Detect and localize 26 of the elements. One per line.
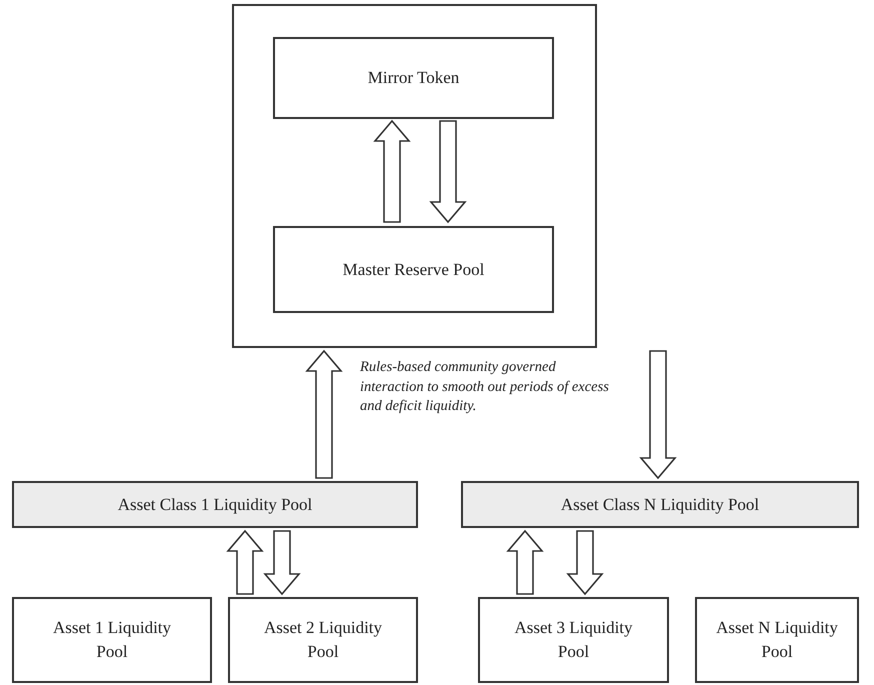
box-label: Asset 2 Liquidity Pool — [262, 617, 384, 663]
box-label: Mirror Token — [366, 67, 460, 90]
box-label: Asset N Liquidity Pool — [715, 617, 839, 663]
block-arrow — [506, 530, 544, 595]
box-label: Asset Class 1 Liquidity Pool — [116, 494, 314, 516]
pool-box — [478, 597, 669, 683]
block-arrow — [373, 120, 411, 223]
block-arrow — [566, 530, 604, 596]
box-label: Asset 3 Liquidity Pool — [513, 617, 634, 663]
note-text: Rules-based community governed interaction to smooth out periods of excess and deficit liquidity. — [360, 358, 610, 416]
block-arrow — [639, 350, 677, 480]
process-box — [273, 226, 554, 313]
block-arrow — [226, 530, 264, 595]
process-box — [273, 37, 554, 119]
box-label: Asset 1 Liquidity Pool — [52, 617, 172, 663]
container-box — [232, 4, 597, 348]
box-label: Master Reserve Pool — [342, 258, 486, 281]
pool-box — [228, 597, 418, 683]
pool-box — [461, 481, 859, 528]
pool-box — [695, 597, 859, 683]
pool-box — [12, 597, 212, 683]
box-label: Asset Class N Liquidity Pool — [560, 494, 760, 516]
block-arrow — [429, 120, 467, 224]
block-arrow — [263, 530, 301, 596]
pool-box — [12, 481, 418, 528]
block-arrow — [305, 350, 343, 479]
